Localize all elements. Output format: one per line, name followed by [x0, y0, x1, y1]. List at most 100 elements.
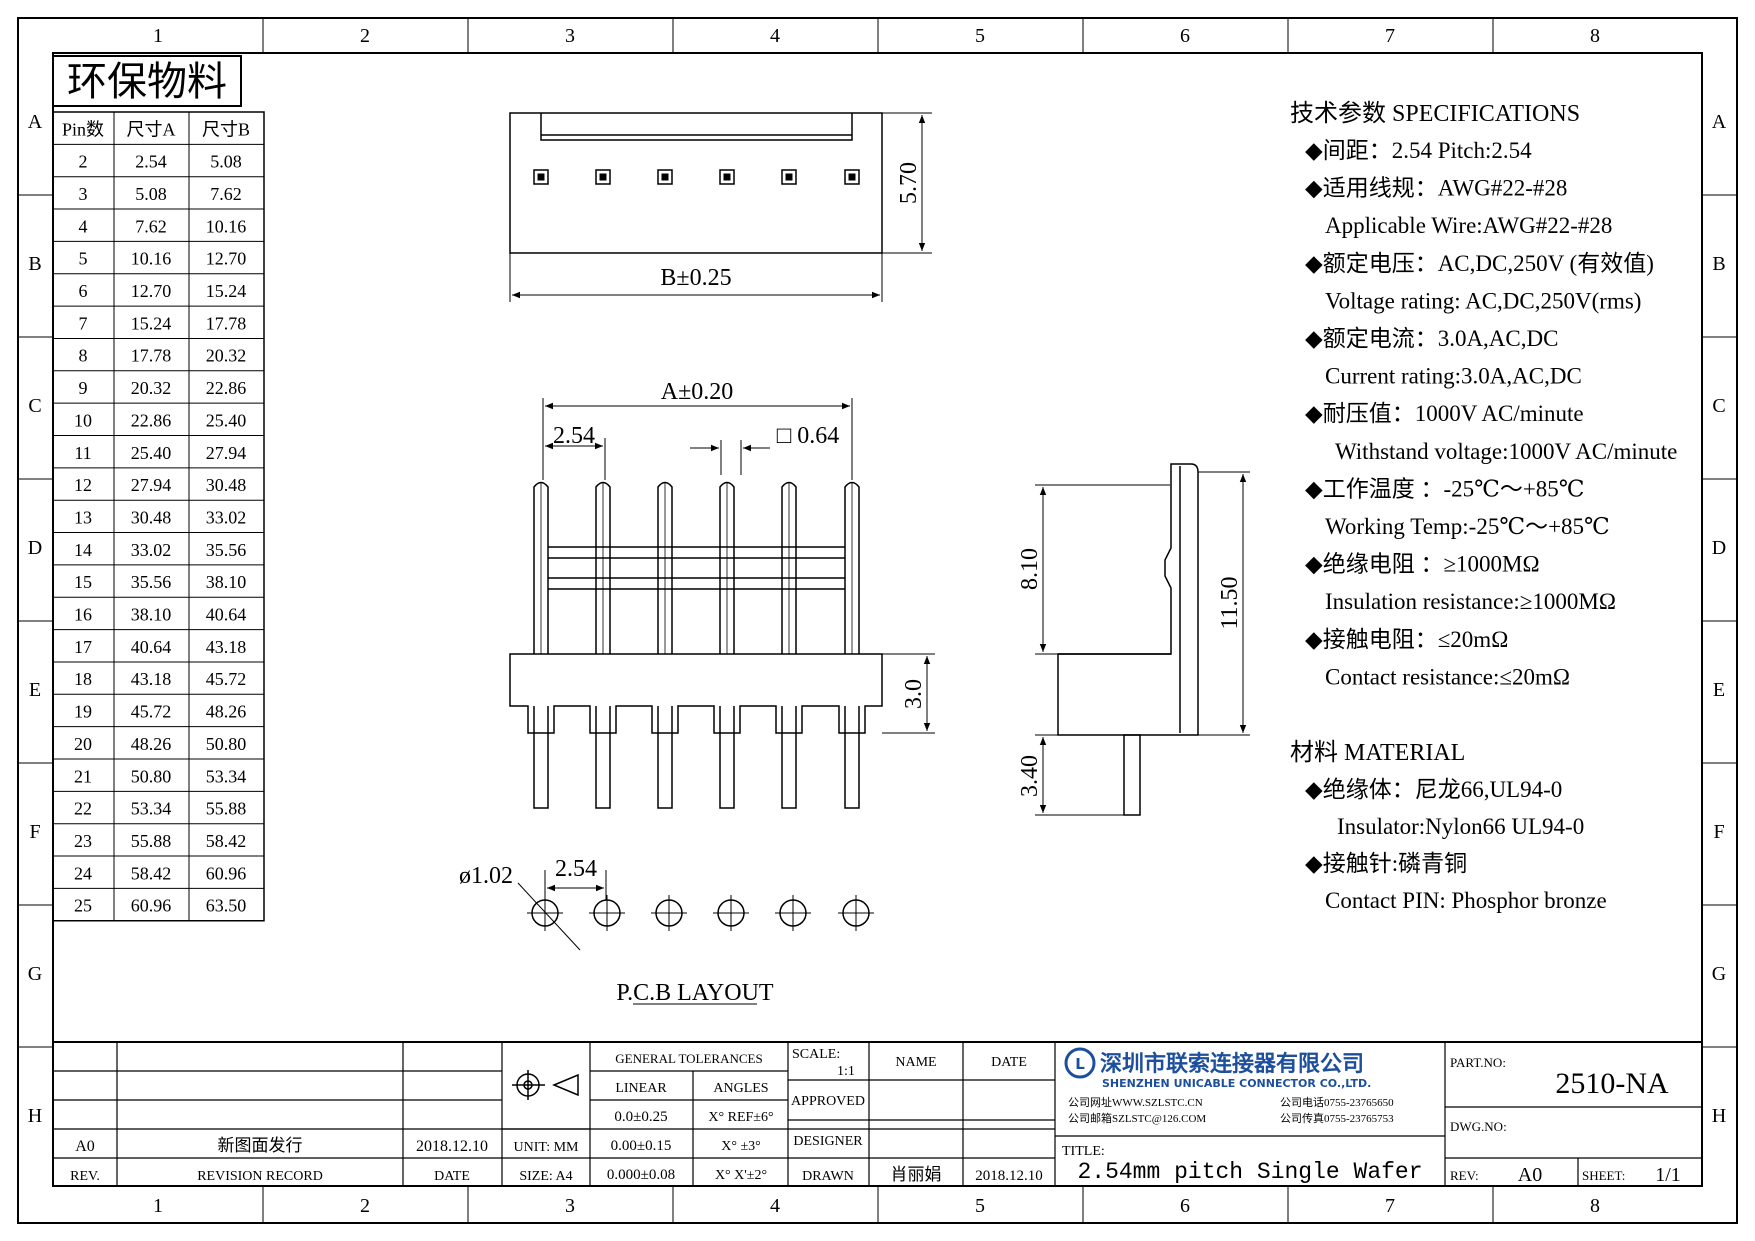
- drawing-title: 2.54mm pitch Single Wafer: [1077, 1159, 1422, 1185]
- frame-row-label: C: [28, 395, 41, 417]
- pcb-hole: [775, 895, 811, 931]
- eco-label-box: [52, 55, 242, 107]
- front-pin-upper: [781, 481, 797, 654]
- pin-table-cell: 12.70: [206, 249, 247, 269]
- pin-table-cell: 7: [79, 313, 88, 333]
- top-view-dims: [509, 112, 932, 302]
- rev2-label: REV:: [1450, 1168, 1479, 1183]
- revision-record-label: REVISION RECORD: [197, 1169, 323, 1184]
- top-view: [509, 112, 883, 254]
- frame-col-label: 1: [153, 1195, 163, 1217]
- pin-table-cell: 25: [74, 896, 92, 916]
- name-label: NAME: [895, 1055, 936, 1070]
- angle-value: X° X'±2°: [715, 1168, 767, 1183]
- frame-row-label: F: [29, 821, 40, 843]
- pin-table-header: 尺寸A: [127, 119, 176, 139]
- pin-table-cell: 40.64: [206, 605, 247, 625]
- pin-table-cell: 19: [74, 702, 92, 722]
- drawn-label: DRAWN: [802, 1169, 854, 1184]
- pin-table-cell: 20: [74, 734, 92, 754]
- pin-table-cell: 3: [79, 184, 88, 204]
- material-line: Contact PIN: Phosphor bronze: [1325, 888, 1607, 913]
- front-pin-lower: [719, 706, 735, 809]
- pin-square-core: [661, 173, 669, 181]
- dim-pin-square: □ 0.64: [777, 423, 840, 449]
- pin-square-core: [599, 173, 607, 181]
- pin-square: [595, 169, 611, 185]
- scale-value: 1:1: [837, 1064, 855, 1079]
- angle-value: X° REF±6°: [708, 1110, 773, 1125]
- frame-col-label: 7: [1385, 25, 1395, 47]
- front-pin-upper: [595, 481, 611, 654]
- material-line: Insulator:Nylon66 UL94-0: [1337, 814, 1584, 839]
- pin-table-cell: 40.64: [131, 637, 172, 657]
- pin-table-cell: 53.34: [206, 766, 247, 786]
- pin-table-cell: 15.24: [131, 313, 172, 333]
- pin-table-cell: 50.80: [206, 734, 247, 754]
- pin-table-cell: 25.40: [131, 443, 172, 463]
- dim-b-width: B±0.25: [660, 265, 731, 291]
- pin-table-cell: 5: [79, 249, 88, 269]
- pin-table-cell: 16: [74, 605, 92, 625]
- part-no-label: PART.NO:: [1450, 1055, 1506, 1070]
- frame-row-label: H: [28, 1105, 42, 1127]
- pin-square-core: [537, 173, 545, 181]
- dim-pitch: 2.54: [553, 423, 595, 449]
- spec-line: Withstand voltage:1000V AC/minute: [1335, 439, 1677, 464]
- title-label: TITLE:: [1062, 1144, 1105, 1159]
- pin-square: [657, 169, 673, 185]
- frame-row-label: D: [28, 537, 42, 559]
- company-tel: 公司电话0755-23765650: [1280, 1096, 1394, 1109]
- pin-table-cell: 55.88: [131, 831, 172, 851]
- frame-row-label: E: [29, 679, 41, 701]
- date-col-label: DATE: [991, 1055, 1027, 1070]
- sheet-value: 1/1: [1655, 1164, 1681, 1186]
- frame-col-label: 4: [770, 1195, 780, 1217]
- spec-line: ◆适用线规：AWG#22-#28: [1305, 176, 1567, 201]
- frame-row-label: B: [1712, 253, 1725, 275]
- pin-table-cell: 4: [79, 216, 88, 236]
- angle-value: X° ±3°: [721, 1139, 761, 1154]
- spec-line: ◆耐压值：1000V AC/minute: [1305, 401, 1584, 426]
- pin-square-core: [785, 173, 793, 181]
- pin-table-header: Pin数: [62, 119, 104, 139]
- spec-line: ◆工作温度 ：-25℃～+85℃: [1305, 476, 1585, 501]
- part-number: 2510-NA: [1555, 1067, 1669, 1100]
- spec-line: ◆绝缘电阻 ：≥1000MΩ: [1305, 552, 1540, 577]
- pin-table-cell: 17.78: [206, 313, 247, 333]
- frame-col-label: 2: [360, 25, 370, 47]
- pin-square: [533, 169, 549, 185]
- linear-value: 0.00±0.15: [611, 1138, 672, 1154]
- frame-row-label: G: [1712, 963, 1726, 985]
- pin-table-cell: 63.50: [206, 896, 247, 916]
- front-pin-lower: [657, 706, 673, 809]
- pin-square: [781, 169, 797, 185]
- dim-body-height: 3.0: [901, 679, 927, 709]
- pin-table-cell: 45.72: [206, 669, 247, 689]
- dim-top-height: 5.70: [896, 162, 922, 204]
- pin-table-cell: 17: [74, 637, 92, 657]
- frame-col-label: 6: [1180, 1195, 1190, 1217]
- material-heading: 材料 MATERIAL: [1290, 739, 1465, 766]
- linear-label: LINEAR: [615, 1081, 667, 1096]
- frame-col-label: 3: [565, 1195, 575, 1217]
- pin-table-cell: 35.56: [206, 540, 247, 560]
- pin-table-cell: 12.70: [131, 281, 172, 301]
- material-line: ◆接触针:磷青铜: [1305, 851, 1467, 876]
- scale-label: SCALE:: [792, 1047, 840, 1062]
- pcb-hole: [713, 895, 749, 931]
- spec-line: Voltage rating: AC,DC,250V(rms): [1325, 288, 1641, 313]
- pin-square: [844, 169, 860, 185]
- pin-table-cell: 15.24: [206, 281, 247, 301]
- front-pin-upper: [719, 481, 735, 654]
- dim-a-width: A±0.20: [661, 379, 734, 405]
- frame-col-label: 3: [565, 25, 575, 47]
- pin-square-core: [848, 173, 856, 181]
- size-label: SIZE: A4: [519, 1169, 572, 1184]
- revision-text: 新图面发行: [218, 1136, 303, 1155]
- unit-label: UNIT: MM: [513, 1140, 579, 1155]
- pin-table-cell: 50.80: [131, 766, 172, 786]
- pin-table-cell: 58.42: [131, 863, 172, 883]
- spec-line: Current rating:3.0A,AC,DC: [1325, 364, 1582, 389]
